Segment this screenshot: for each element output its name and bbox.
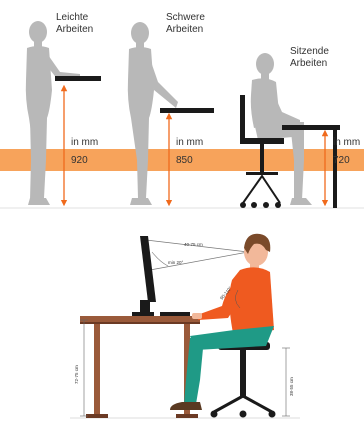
table-heavy-work [160,108,214,113]
figure-standing-light [26,21,80,205]
unit-seated: in mm [333,137,360,149]
category-heavy-line1: Schwere [166,12,205,24]
unit-heavy: in mm [176,137,203,149]
eye-distance-label: 40-75 cm [184,242,203,247]
height-value-seated: 720 [333,155,350,167]
keyboard [160,312,190,316]
desk-height-label: 72-75 cm [74,365,79,384]
category-light-line2: Arbeiten [56,24,93,36]
desk-height-dimension [80,320,88,416]
figure-standing-heavy [128,22,178,205]
category-seated-line2: Arbeiten [290,58,329,70]
category-seated-line1: Sitzende [290,46,329,58]
category-light-line1: Leichte [56,12,93,24]
category-light-title: Leichte Arbeiten [56,12,93,36]
gaze-angle-label: min 20° [168,260,184,265]
seat-height-label: 38-55 cm [289,377,294,396]
category-heavy-title: Schwere Arbeiten [166,12,205,36]
height-value-light: 920 [71,155,88,167]
height-value-heavy: 850 [176,155,193,167]
category-heavy-line2: Arbeiten [166,24,205,36]
category-seated-title: Sitzende Arbeiten [290,46,329,70]
table-seated-work [282,125,340,130]
unit-light: in mm [71,137,98,149]
table-light-work [55,76,101,81]
monitor [132,236,156,316]
